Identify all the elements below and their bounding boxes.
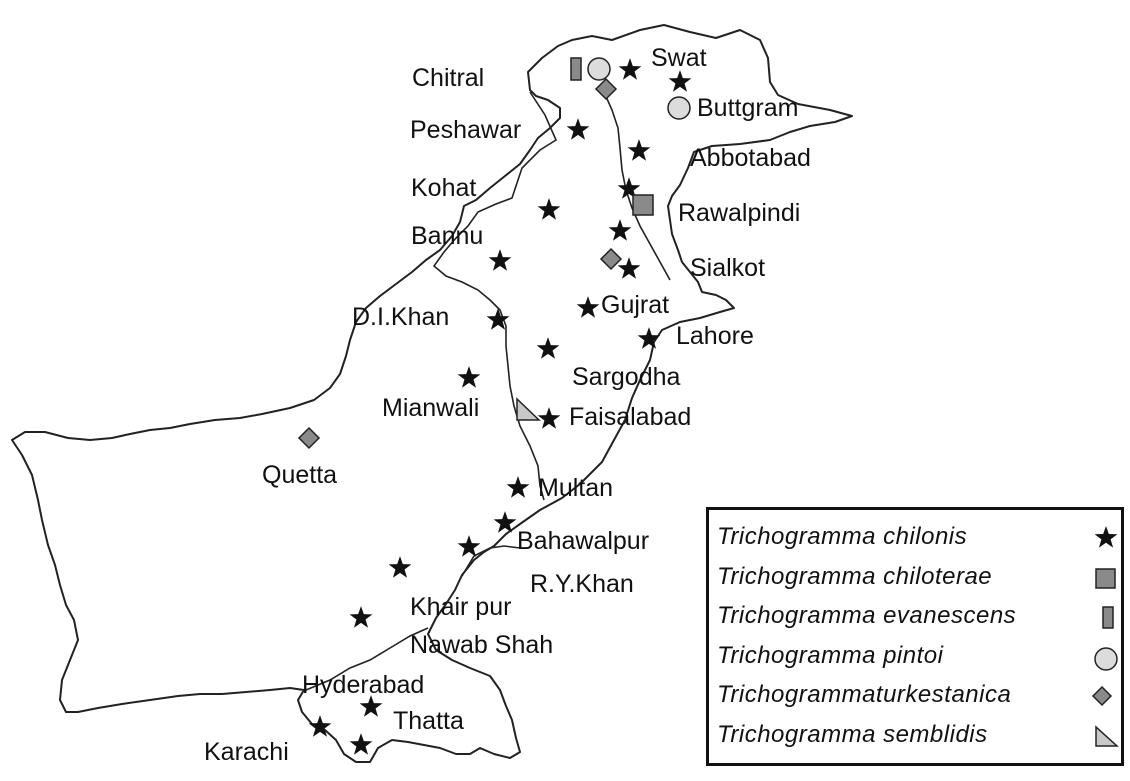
city-label-chitral: Chitral [412, 64, 484, 92]
star-marker-icon [627, 139, 651, 161]
circle-marker-icon [587, 57, 611, 81]
city-label-faisalabad: Faisalabad [569, 403, 691, 431]
city-label-hyderabad: Hyderabad [302, 671, 424, 699]
city-label-rykhan: R.Y.Khan [530, 570, 634, 598]
star-marker-icon [618, 58, 642, 80]
diamond-marker-icon [594, 77, 618, 101]
city-label-sargodha: Sargodha [572, 363, 681, 391]
square-icon [1095, 568, 1116, 589]
city-label-dikhan: D.I.Khan [352, 303, 449, 331]
legend: Trichogramma chilonis Trichogramma chilo… [706, 507, 1124, 766]
city-labels-layer: Chitral SwatButtgramPeshawarAbbotabadKoha… [204, 44, 811, 766]
legend-item-chiloterae: Trichogramma chiloterae [709, 560, 1121, 596]
city-label-sialkot: Sialkot [690, 254, 765, 282]
circle-icon [1094, 647, 1118, 671]
star-marker-icon [506, 476, 530, 498]
city-label-swat: Swat [651, 44, 707, 72]
legend-label: Trichogramma chiloterae [717, 563, 993, 590]
legend-item-evanescens: Trichogramma evanescens [709, 599, 1121, 635]
circle-marker-icon [667, 96, 691, 120]
legend-label: Trichogramma chilonis [717, 523, 968, 550]
rectangle-icon [1102, 606, 1114, 629]
legend-item-pintoi: Trichogramma pintoi [709, 639, 1121, 675]
city-label-gujrat: Gujrat [601, 291, 669, 319]
diamond-icon [1091, 685, 1113, 707]
triangle-icon [1095, 725, 1119, 747]
city-label-mianwali: Mianwali [382, 394, 479, 422]
city-label-multan: Multan [538, 474, 613, 502]
star-marker-icon [457, 366, 481, 388]
city-label-rawalpindi: Rawalpindi [678, 199, 800, 227]
star-marker-icon [457, 535, 481, 557]
star-marker-icon [617, 257, 641, 279]
city-label-kohat: Kohat [411, 174, 476, 202]
city-label-karachi: Karachi [204, 738, 289, 766]
city-label-nawabshah: Nawab Shah [410, 631, 553, 659]
legend-item-turkestanica: Trichogrammaturkestanica [709, 678, 1121, 714]
city-label-abbotabad: Abbotabad [690, 144, 811, 172]
city-label-quetta: Quetta [262, 461, 337, 489]
star-marker-icon [537, 198, 561, 220]
star-marker-icon [537, 407, 561, 429]
city-label-thatta: Thatta [393, 707, 464, 735]
legend-label: Trichogramma semblidis [717, 721, 988, 748]
province-boundary [305, 627, 429, 691]
province-boundary [432, 91, 558, 501]
city-label-bahawalpur: Bahawalpur [517, 527, 649, 555]
province-boundary [461, 545, 521, 577]
diamond-marker-icon [297, 426, 321, 450]
star-marker-icon [388, 556, 412, 578]
star-marker-icon [608, 219, 632, 241]
city-label-lahore: Lahore [676, 322, 754, 350]
city-label-peshawar: Peshawar [410, 116, 521, 144]
star-marker-icon [349, 606, 373, 628]
city-label-khairpur: Khair pur [410, 593, 511, 621]
star-marker-icon [576, 296, 600, 318]
square-marker-icon [632, 194, 654, 216]
city-label-buttgram: Buttgram [697, 94, 798, 122]
star-icon [1094, 526, 1118, 548]
legend-label: Trichogramma evanescens [717, 602, 1017, 629]
rectangle-marker-icon [570, 57, 582, 81]
triangle-marker-icon [516, 397, 541, 421]
pakistan-border [11, 24, 853, 763]
species-markers-layer [297, 57, 692, 755]
star-marker-icon [349, 733, 373, 755]
star-marker-icon [536, 337, 560, 359]
legend-item-semblidis: Trichogramma semblidis [709, 718, 1121, 754]
legend-item-chilonis: Trichogramma chilonis [709, 520, 1121, 556]
legend-label: Trichogramma pintoi [717, 642, 944, 669]
star-marker-icon [668, 70, 692, 92]
diamond-marker-icon [599, 247, 623, 271]
star-marker-icon [488, 249, 512, 271]
legend-label: Trichogrammaturkestanica [717, 681, 1012, 708]
city-label-bannu: Bannu [411, 222, 483, 250]
star-marker-icon [566, 118, 590, 140]
